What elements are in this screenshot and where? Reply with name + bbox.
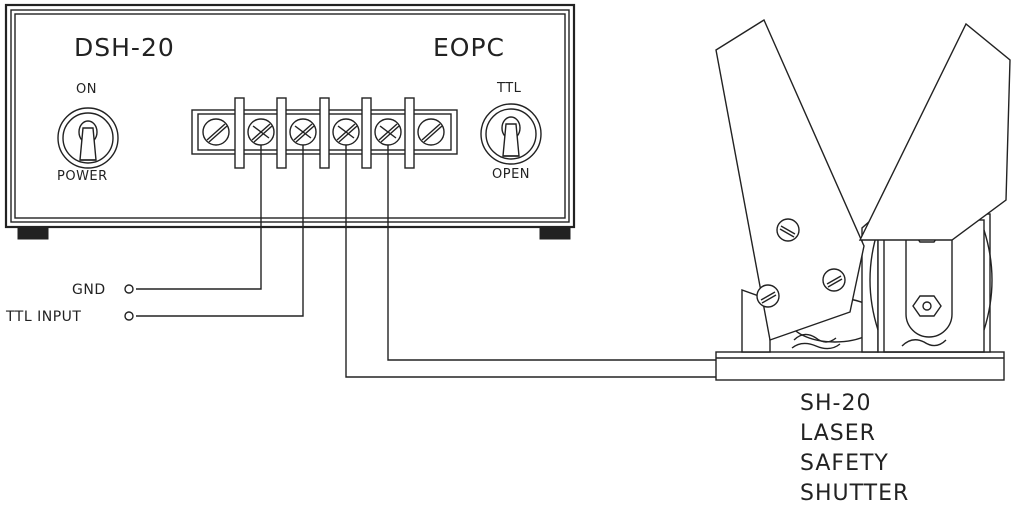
shutter-assembly xyxy=(715,18,1011,381)
blade-screw-2 xyxy=(822,268,846,292)
gnd-wire xyxy=(136,145,262,290)
ttl-switch-top-label: TTL xyxy=(496,81,522,96)
right-shutter-blade xyxy=(858,22,1011,241)
blade-screw-1 xyxy=(776,218,800,242)
terminal-screw-2 xyxy=(247,118,275,146)
left-foot xyxy=(17,226,49,240)
power-toggle-switch[interactable] xyxy=(57,107,119,169)
ttl-input-wire xyxy=(136,145,304,317)
terminal-screw-1 xyxy=(202,118,230,146)
controller-brand-label: EOPC xyxy=(433,33,505,62)
ttl-switch-bottom-label: OPEN xyxy=(492,167,530,182)
shutter-wire-a xyxy=(345,145,716,378)
shutter-label-line4: SHUTTER xyxy=(800,481,909,506)
shutter-base-plate xyxy=(715,351,1005,381)
right-foot xyxy=(539,226,571,240)
power-switch-bottom-label: POWER xyxy=(57,169,108,184)
controller-box xyxy=(4,3,576,240)
terminal-screw-6 xyxy=(417,118,445,146)
left-shutter-blade xyxy=(715,18,865,341)
controller-model-label: DSH-20 xyxy=(74,33,175,62)
terminal-screw-3 xyxy=(289,118,317,146)
shutter-label-line2: LASER xyxy=(800,421,876,446)
terminal-strip xyxy=(191,97,458,169)
shutter-wire-b xyxy=(387,145,716,361)
wires xyxy=(136,145,716,378)
shutter-label-line1: SH-20 xyxy=(800,391,871,416)
terminal-screw-5 xyxy=(374,118,402,146)
shutter-label-line3: SAFETY xyxy=(800,451,889,476)
ttl-input-label: TTL INPUT xyxy=(5,309,81,325)
power-switch-top-label: ON xyxy=(76,82,97,97)
ttl-input-terminal-circle xyxy=(124,311,134,321)
blade-screw-3 xyxy=(756,284,780,308)
ttl-toggle-switch[interactable] xyxy=(480,103,542,165)
terminal-screw-4 xyxy=(332,118,360,146)
gnd-label: GND xyxy=(72,282,106,298)
gnd-terminal-circle xyxy=(124,284,134,294)
